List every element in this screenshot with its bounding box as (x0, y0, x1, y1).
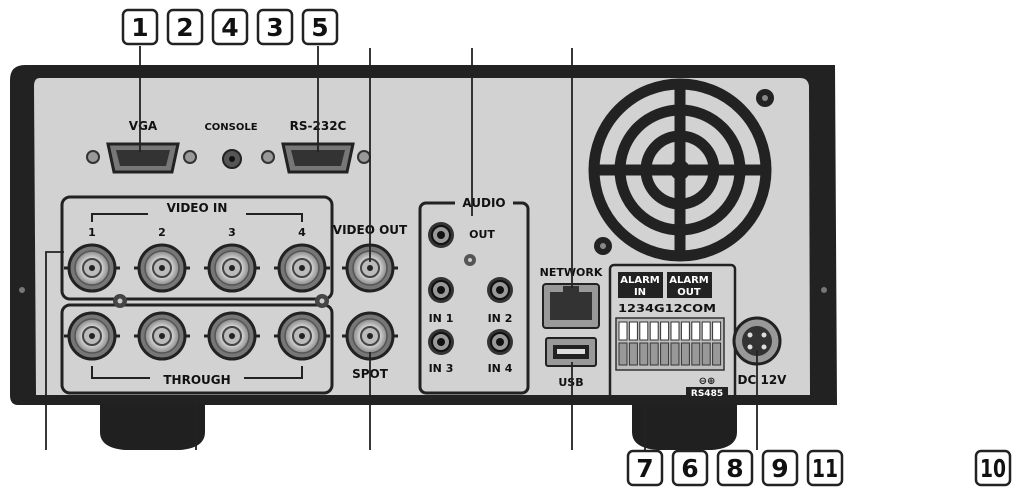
callout-number: 10 (980, 454, 1006, 483)
network-port[interactable] (542, 283, 600, 329)
video-in-bnc-port[interactable] (134, 243, 190, 293)
callout-box: 10 (974, 449, 1012, 487)
rs485-text: RS485 (691, 389, 723, 399)
callout-box: 9 (761, 449, 799, 487)
callout-number: 2 (176, 13, 193, 42)
alarm-in-text: ALARM (620, 275, 660, 286)
terminal-slot[interactable] (649, 321, 659, 366)
audio-screw (464, 254, 476, 266)
housing-screw (821, 287, 827, 293)
housing-screw (19, 287, 25, 293)
callout-number: 5 (311, 13, 328, 42)
video-in-channel-label: 3 (228, 226, 236, 239)
audio-in-jack[interactable] (487, 329, 513, 355)
leader-lines (45, 46, 758, 450)
audio-in-label: IN 1 (429, 312, 454, 325)
video-in-bnc-port[interactable] (274, 243, 330, 293)
video-in-channel-label: 2 (158, 226, 166, 239)
callout-box: 4 (211, 8, 249, 46)
dc12v-power-port[interactable] (732, 316, 782, 366)
video-in-channel-label: 1 (88, 226, 96, 239)
video-in-channel-label: 4 (298, 226, 306, 239)
video-in-box (60, 195, 334, 301)
vga-port[interactable] (86, 142, 197, 174)
video-in-bracket (91, 213, 303, 222)
video-in-bnc-port[interactable] (64, 243, 120, 293)
left-foot (100, 400, 205, 450)
usb-label: USB (558, 376, 583, 389)
alarm-in-badge: ALARM IN (618, 272, 663, 298)
callout-number: 11 (812, 454, 838, 483)
terminal-slot[interactable] (639, 321, 649, 366)
callout-number: 9 (771, 454, 788, 483)
callout-number: 8 (726, 454, 743, 483)
terminal-slot[interactable] (701, 321, 711, 366)
callout-number: 6 (681, 454, 698, 483)
panel-screw (113, 294, 127, 308)
through-bnc-port[interactable] (64, 311, 120, 361)
usb-port[interactable] (545, 337, 597, 367)
video-in-bnc-port[interactable] (204, 243, 260, 293)
dc12v-label: DC 12V (738, 373, 788, 387)
audio-out-label: OUT (469, 228, 495, 241)
alarm-out-text: OUT (677, 287, 701, 298)
rs232c-port[interactable] (261, 142, 371, 174)
audio-in-jack[interactable] (428, 329, 454, 355)
audio-label: AUDIO (462, 196, 505, 210)
callout-number: 7 (636, 454, 653, 483)
terminal-slot[interactable] (628, 321, 638, 366)
alarm-in-text: IN (634, 287, 646, 298)
alarm-out-text: ALARM (669, 275, 709, 286)
callout-number: 1 (131, 13, 148, 42)
callout-number: 3 (266, 13, 283, 42)
terminal-pin-labels: 1234G12COM (618, 302, 716, 315)
callout-box: 7 (626, 449, 664, 487)
terminal-slot[interactable] (691, 321, 701, 366)
through-label: THROUGH (163, 373, 230, 387)
audio-label-bg (455, 196, 513, 210)
callout-box: 5 (301, 8, 339, 46)
through-box (60, 303, 334, 395)
fan-hub (670, 160, 690, 180)
audio-in-jack[interactable] (487, 277, 513, 303)
callout-box: 1 (121, 8, 159, 46)
fan-screw (594, 237, 612, 255)
terminal-slot[interactable] (670, 321, 680, 366)
fan-screw (756, 89, 774, 107)
svg-text:⊖⊕: ⊖⊕ (699, 376, 716, 387)
callout-box: 11 (806, 449, 844, 487)
panel-screw (315, 294, 329, 308)
callout-box: 3 (256, 8, 294, 46)
through-bnc-port[interactable] (204, 311, 260, 361)
audio-in-label: IN 3 (429, 362, 454, 375)
through-bnc-port[interactable] (274, 311, 330, 361)
callout-number: 4 (221, 13, 238, 42)
callout-box: 8 (716, 449, 754, 487)
audio-in-jack[interactable] (428, 277, 454, 303)
right-foot (632, 400, 737, 450)
callout-box: 2 (166, 8, 204, 46)
rs485-badge: ⊖⊕ RS485 (686, 376, 728, 399)
terminal-slot[interactable] (680, 321, 690, 366)
vga-label: VGA (129, 119, 158, 133)
audio-in-label: IN 2 (488, 312, 513, 325)
audio-in-label: IN 4 (488, 362, 513, 375)
terminal-slot[interactable] (712, 321, 722, 366)
audio-out-jack[interactable] (428, 222, 454, 248)
through-bnc-port[interactable] (134, 311, 190, 361)
console-label: CONSOLE (204, 122, 257, 133)
terminal-slot[interactable] (618, 321, 628, 366)
video-in-label: VIDEO IN (167, 201, 228, 215)
callout-box: 6 (671, 449, 709, 487)
terminal-slot[interactable] (660, 321, 670, 366)
through-bracket (91, 366, 303, 379)
console-port[interactable] (222, 149, 242, 169)
alarm-out-badge: ALARM OUT (667, 272, 712, 298)
